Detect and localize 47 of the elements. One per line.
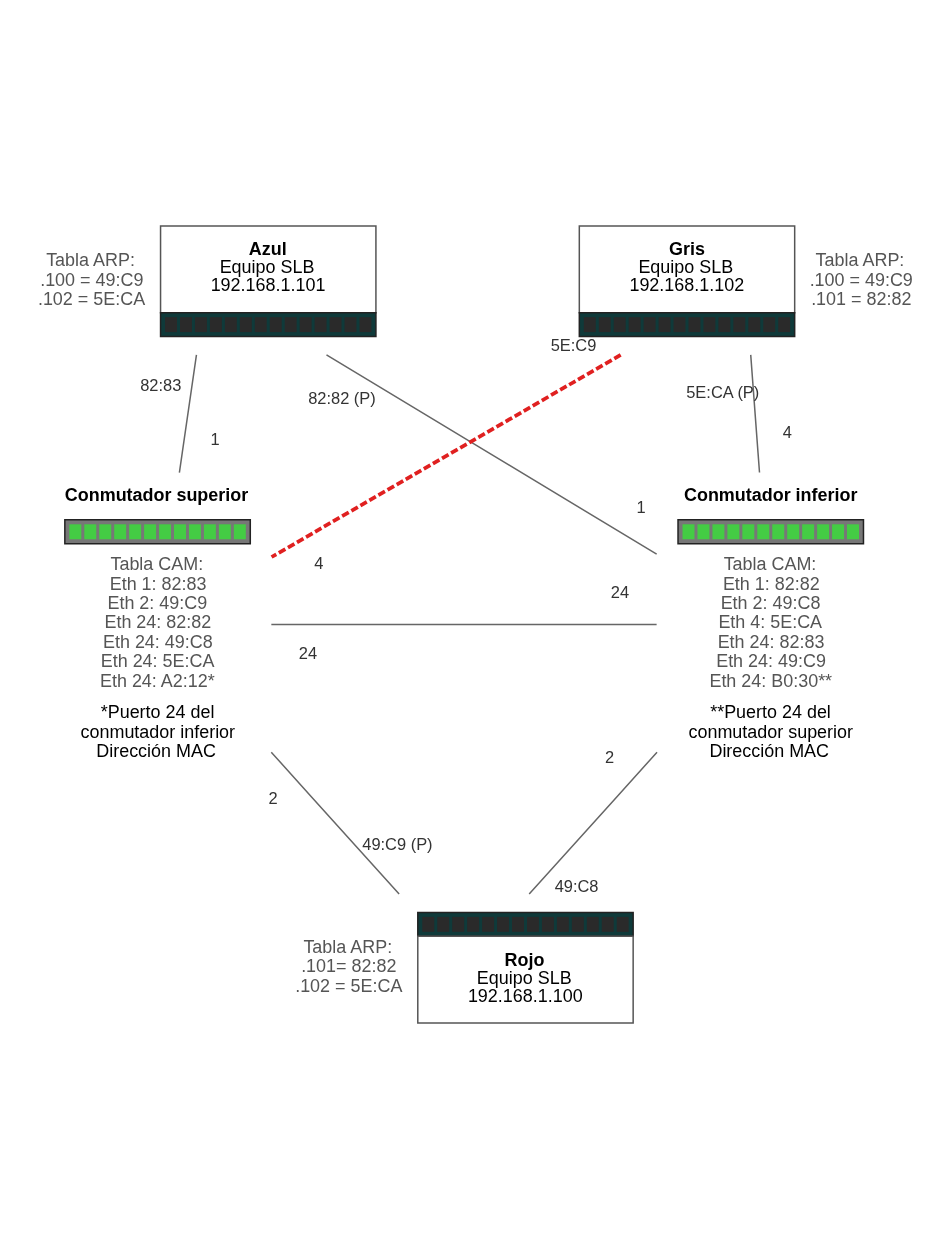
- node-label: .100 = 49:C9: [809, 269, 913, 290]
- label: 82:83: [140, 375, 182, 394]
- label: 1: [636, 497, 646, 516]
- node-label: Tabla CAM:: [110, 553, 204, 574]
- node-label: Eth 24: 82:83: [717, 631, 825, 652]
- node-label: Eth 2: 49:C8: [720, 592, 821, 613]
- node-label: Eth 1: 82:82: [722, 573, 820, 593]
- connector: [528, 750, 658, 895]
- node-label: Eth 24: 5E:CA: [100, 650, 215, 671]
- label: 24: [610, 582, 630, 601]
- node-label: **Puerto 24 del conmutador superior Dirección MAC: [688, 701, 854, 761]
- node-label: Tabla ARP:: [46, 249, 135, 270]
- label: 2: [268, 788, 278, 807]
- node-label: Eth 24: 49:C9: [716, 650, 826, 671]
- node-label: Eth 2: 49:C9: [107, 592, 208, 613]
- label: 4: [314, 553, 324, 572]
- label: 4: [782, 422, 793, 441]
- connector: [270, 750, 400, 895]
- node-label: Tabla ARP:: [815, 249, 905, 270]
- node-label: Eth 24: A2:12*: [99, 670, 215, 691]
- label: 49:C9 (P): [362, 834, 433, 853]
- label: 82:82 (P): [308, 388, 376, 407]
- node-label: Conmutador inferior: [684, 484, 858, 505]
- node-label: Tabla CAM:: [723, 553, 817, 574]
- node-label: *Puerto 24 del conmutador inferior Dirección MAC: [80, 701, 236, 761]
- connector: [325, 353, 658, 555]
- node-label: .102 = 5E:CA: [295, 975, 403, 996]
- node-label: Tabla ARP:: [303, 936, 393, 957]
- node-label: Eth 24: 49:C8: [102, 631, 213, 652]
- connector: [178, 353, 198, 473]
- connector: [270, 352, 622, 559]
- node-label: .102 = 5E:CA: [37, 288, 146, 309]
- node-label: .100 = 49:C9: [40, 269, 144, 290]
- node-label: Eth 4: 5E:CA: [718, 611, 823, 632]
- label: 2: [605, 747, 615, 766]
- label: 5E:C9: [550, 335, 597, 354]
- node-label: Conmutador superior: [64, 484, 249, 505]
- node-label: .101 = 82:82: [811, 288, 912, 309]
- node-label: Eth 24: 82:82: [104, 611, 212, 632]
- label: 24: [298, 643, 318, 662]
- node-label: Eth 24: B0:30**: [709, 670, 833, 691]
- node-label: .101= 82:82: [301, 955, 397, 976]
- connector: [270, 623, 658, 625]
- node-label: Eth 1: 82:83: [109, 573, 207, 593]
- connector: [749, 353, 761, 473]
- label: 1: [210, 429, 220, 448]
- label: 49:C8: [554, 876, 599, 895]
